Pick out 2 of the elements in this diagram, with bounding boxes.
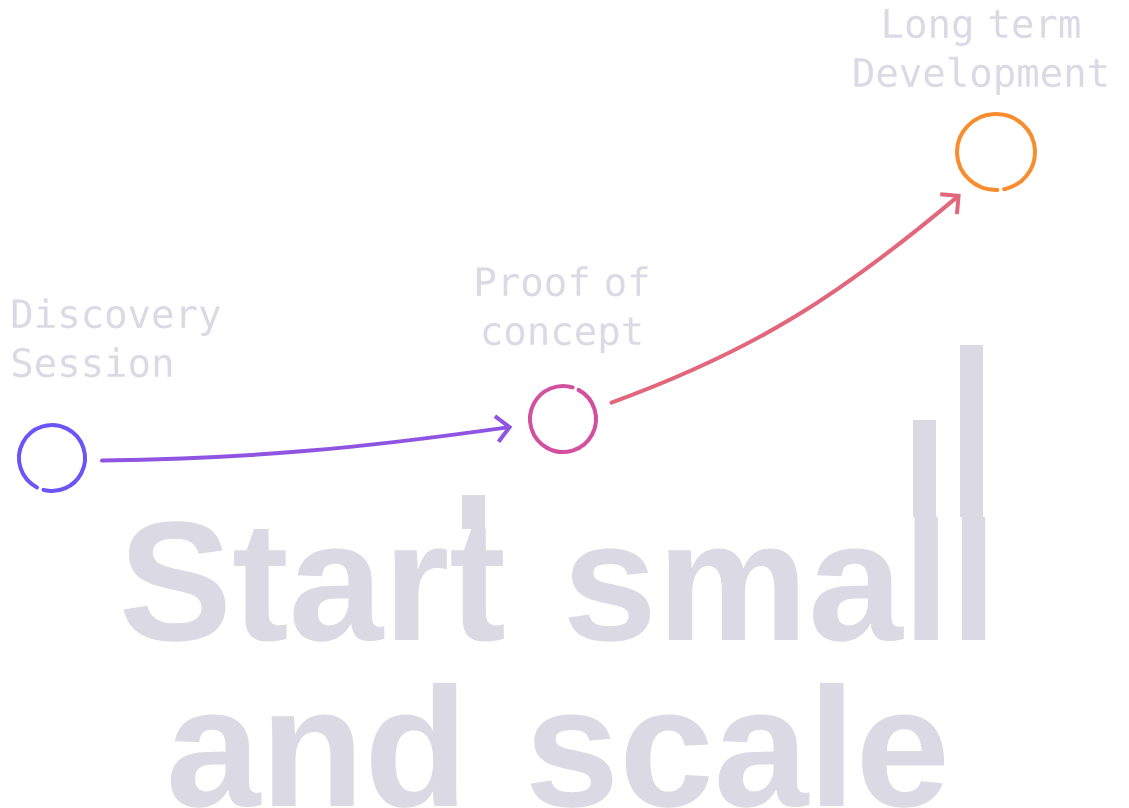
curved-arrow (609, 192, 961, 405)
curved-arrow (100, 414, 513, 463)
